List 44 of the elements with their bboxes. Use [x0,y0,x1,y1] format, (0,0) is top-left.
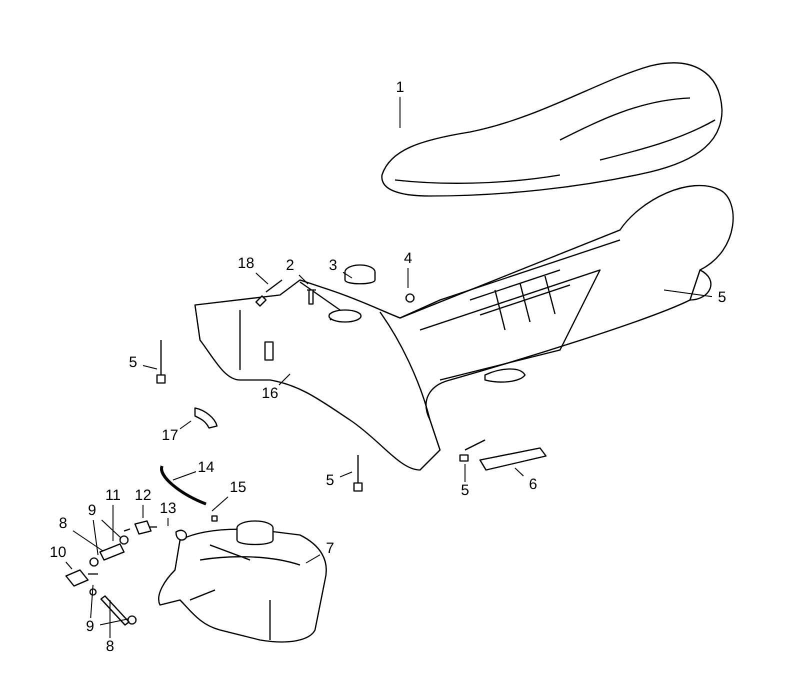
leader-line [72,530,104,552]
callout-number: 13 [158,501,178,517]
leader-line [278,374,290,386]
callout-number: 9 [82,503,102,519]
leader-line [100,618,128,626]
leader-line [298,274,308,284]
leader-line [172,471,196,480]
callout-number: 14 [196,460,216,476]
callout-number: 2 [280,258,300,274]
callout-number: 4 [398,251,418,267]
leader-line [112,504,114,542]
leader-line [142,365,158,370]
callout-number: 7 [320,541,340,557]
leader-line [514,468,524,476]
callout-number: 10 [48,545,68,561]
leader-line [342,272,352,278]
leader-line [306,554,320,564]
callout-number: 8 [100,639,120,655]
callout-number: 17 [160,428,180,444]
callout-number: 15 [228,480,248,496]
leader-line [212,496,228,512]
leader-line [255,272,268,284]
callout-number: 3 [323,258,343,274]
callout-number: 12 [133,488,153,504]
callout-number: 11 [103,488,123,504]
leader-line [340,472,352,478]
leader-line [90,584,94,618]
callout-number: 5 [123,355,143,371]
leader-line [142,504,144,518]
leader-line [180,420,192,430]
callout-number: 8 [53,516,73,532]
callout-number: 18 [236,256,256,272]
leader-line [101,520,122,538]
callout-number: 1 [390,80,410,96]
callout-number: 5 [320,473,340,489]
leader-line [65,562,72,570]
leader-line [464,464,466,482]
callout-number: 9 [80,619,100,635]
leader-line [92,520,98,556]
callout-number: 16 [260,386,280,402]
leader-line [664,290,712,298]
callout-number: 5 [712,290,732,306]
callout-number: 5 [455,483,475,499]
callout-number: 6 [523,477,543,493]
